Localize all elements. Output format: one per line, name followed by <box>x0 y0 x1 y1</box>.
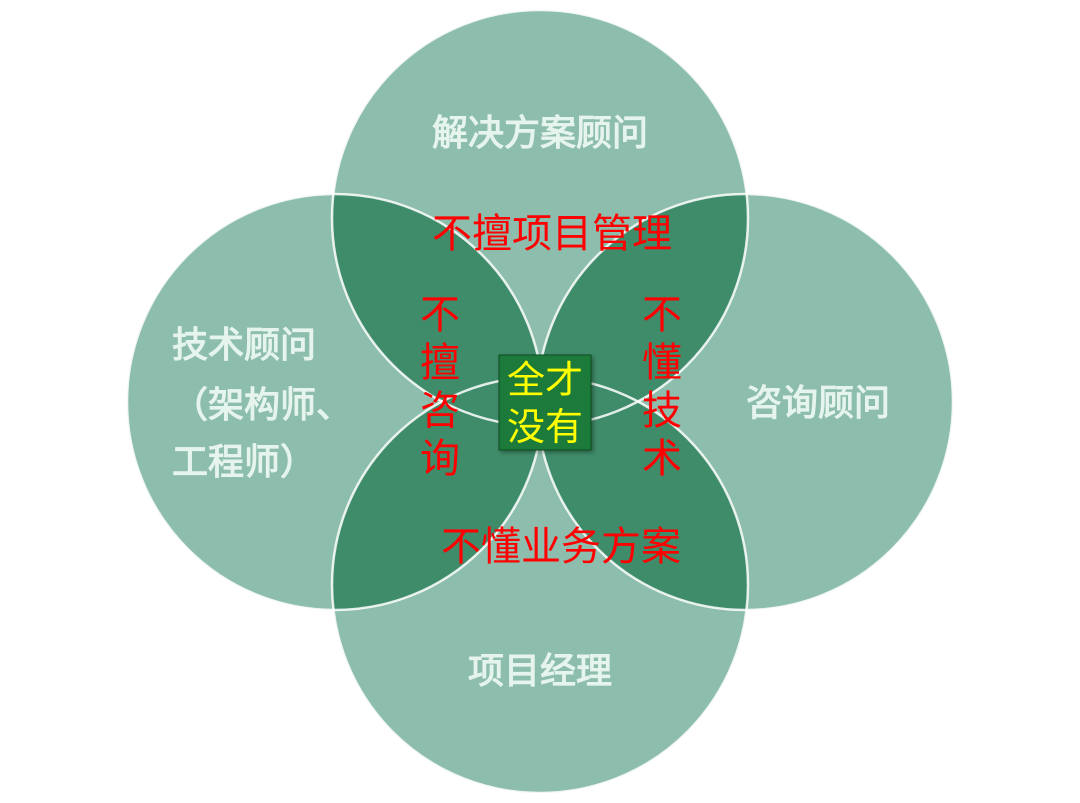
center-text-line-1: 全才 <box>507 358 583 402</box>
gap-left-char: 不 <box>420 292 460 338</box>
circle-top-label: 解决方案顾问 <box>432 113 648 154</box>
gap-right-char: 技 <box>642 388 682 434</box>
gap-right-vertical-text: 不 懂 技 术 <box>642 292 682 482</box>
gap-left-char: 咨 <box>420 388 460 434</box>
circle-left-label-line-3: 工程师） <box>172 442 316 483</box>
gap-right-char: 懂 <box>642 340 682 386</box>
center-text-line-2: 没有 <box>507 405 583 449</box>
circle-left-label-line-2: （架构师、 <box>172 385 352 426</box>
gap-left-vertical-text: 不 擅 咨 询 <box>420 292 460 482</box>
gap-right-char: 术 <box>642 436 682 482</box>
circle-bottom-label: 项目经理 <box>468 651 612 692</box>
circle-left-label-line-1: 技术顾问 <box>172 325 316 366</box>
gap-left-char: 询 <box>420 436 460 482</box>
circle-right-label: 咨询顾问 <box>746 383 890 424</box>
gap-top-text: 不擅项目管理 <box>432 211 672 257</box>
center-box-rect <box>498 354 592 451</box>
gap-right-char: 不 <box>642 292 682 338</box>
gap-bottom-text: 不懂业务方案 <box>441 524 681 570</box>
center-box: 全才 没有 <box>498 354 592 451</box>
gap-left-char: 擅 <box>420 340 460 386</box>
